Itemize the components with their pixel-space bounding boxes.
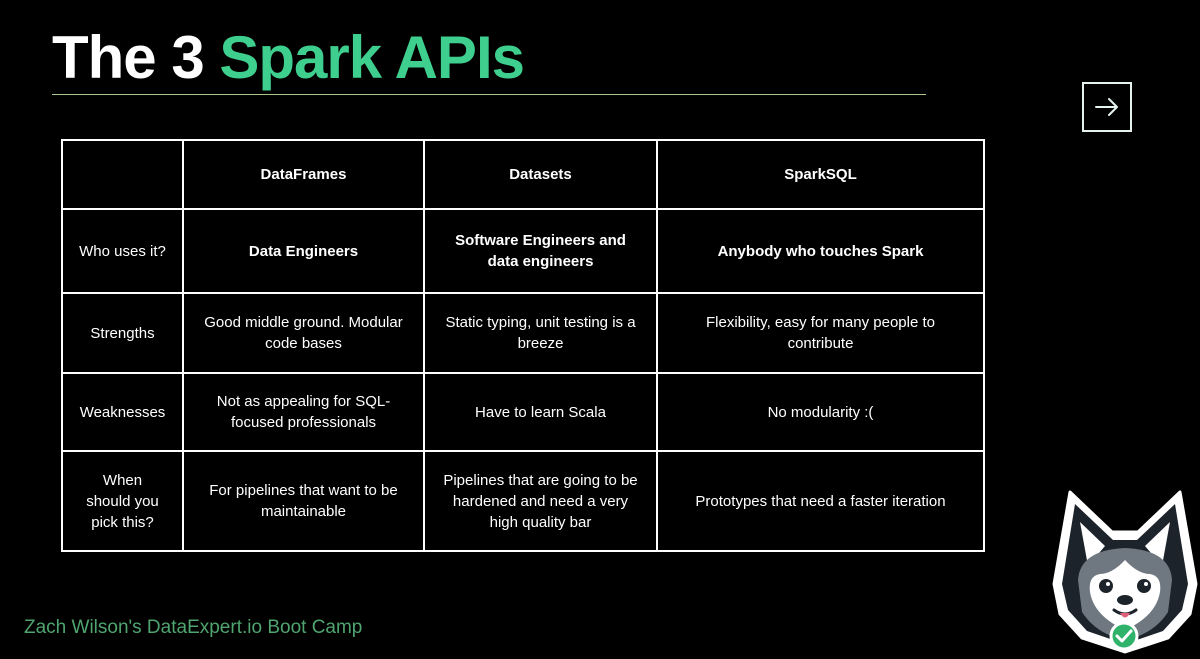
title-part-2: Spark APIs	[219, 24, 525, 91]
table-cell: Good middle ground. Modular code bases	[182, 292, 425, 374]
next-slide-button[interactable]	[1082, 82, 1132, 132]
table-cell: Anybody who touches Spark	[656, 208, 985, 294]
table-cell: Software Engineers and data engineers	[423, 208, 658, 294]
page-title: The 3 Spark APIs	[52, 22, 525, 94]
arrow-right-icon	[1095, 98, 1118, 116]
table-cell: Data Engineers	[182, 208, 425, 294]
check-badge-icon	[1109, 621, 1139, 651]
table-cell: Not as appealing for SQL-focused profess…	[182, 372, 425, 452]
table-row-when-to-pick: When should you pick this? For pipelines…	[61, 450, 985, 552]
row-label: Strengths	[61, 292, 184, 374]
title-part-1: The 3	[52, 24, 205, 91]
table-cell: Pipelines that are going to be hardened …	[423, 450, 658, 552]
table-cell: Static typing, unit testing is a breeze	[423, 292, 658, 374]
header-cell-datasets: Datasets	[423, 139, 658, 210]
row-label: Who uses it?	[61, 208, 184, 294]
header-cell-dataframes: DataFrames	[182, 139, 425, 210]
row-label: When should you pick this?	[61, 450, 184, 552]
spark-api-comparison-table: DataFrames Datasets SparkSQL Who uses it…	[61, 139, 985, 552]
table-row-who-uses-it: Who uses it? Data Engineers Software Eng…	[61, 208, 985, 294]
table-row-strengths: Strengths Good middle ground. Modular co…	[61, 292, 985, 374]
table-header-row: DataFrames Datasets SparkSQL	[61, 139, 985, 210]
header-cell-empty	[61, 139, 184, 210]
table-cell: Have to learn Scala	[423, 372, 658, 452]
table-cell: No modularity :(	[656, 372, 985, 452]
table-row-weaknesses: Weaknesses Not as appealing for SQL-focu…	[61, 372, 985, 452]
header-cell-sparksql: SparkSQL	[656, 139, 985, 210]
table-cell: For pipelines that want to be maintainab…	[182, 450, 425, 552]
table-cell: Flexibility, easy for many people to con…	[656, 292, 985, 374]
title-divider	[52, 94, 926, 95]
husky-mascot-icon	[1052, 490, 1198, 654]
footer-credit: Zach Wilson's DataExpert.io Boot Camp	[24, 617, 363, 638]
table-cell: Prototypes that need a faster iteration	[656, 450, 985, 552]
row-label: Weaknesses	[61, 372, 184, 452]
